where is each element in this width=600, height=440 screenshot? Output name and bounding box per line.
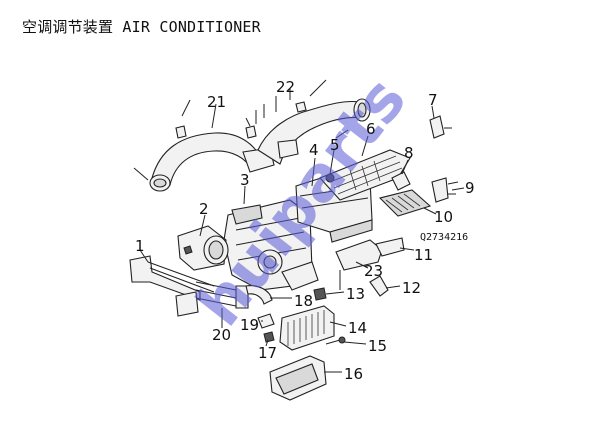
callout-11: 11 <box>414 246 433 264</box>
callout-18: 18 <box>294 292 313 310</box>
callout-2: 2 <box>199 200 209 218</box>
callout-6: 6 <box>366 120 376 138</box>
callout-1: 1 <box>135 237 145 255</box>
part-20-heater-pipes <box>195 281 249 309</box>
callout-8: 8 <box>404 144 414 162</box>
callout-12: 12 <box>402 279 421 297</box>
fastener-markers <box>133 79 349 181</box>
callout-23: 23 <box>364 262 383 280</box>
callout-21: 21 <box>207 93 226 111</box>
part-15-drain <box>325 336 346 345</box>
part-9-actuator <box>431 177 459 203</box>
part-16-lower-tray <box>269 355 327 401</box>
callout-5: 5 <box>330 136 340 154</box>
part-1-rail <box>129 255 215 317</box>
callout-9: 9 <box>465 179 475 197</box>
part-23-duct <box>335 239 383 290</box>
part-10-filter <box>378 189 432 217</box>
part-3-hvac-housing <box>223 199 319 291</box>
callout-7: 7 <box>428 91 438 109</box>
part-13-joint <box>313 287 327 301</box>
callout-3: 3 <box>240 171 250 189</box>
part-6-defroster-duct <box>319 149 411 201</box>
part-11-connector <box>375 237 405 257</box>
callout-20: 20 <box>212 326 231 344</box>
callout-4: 4 <box>309 141 319 159</box>
diagram-title: 空调调节装置 AIR CONDITIONER <box>22 18 261 36</box>
part-19-seal <box>257 313 275 329</box>
part-8-sensor <box>391 171 411 191</box>
part-21-left-duct <box>149 125 275 192</box>
callout-16: 16 <box>344 365 363 383</box>
part-2-blower-motor <box>177 225 229 271</box>
callout-19: 19 <box>240 316 259 334</box>
callout-17: 17 <box>258 344 277 362</box>
part-7-servo <box>429 115 452 139</box>
callout-22: 22 <box>276 78 295 96</box>
part-12-bracket <box>369 275 389 297</box>
leader-lines <box>139 88 465 373</box>
part-14-evaporator <box>279 305 335 351</box>
part-18-hose <box>245 285 273 305</box>
callout-10: 10 <box>434 208 453 226</box>
part-17-clip <box>263 331 275 343</box>
callout-14: 14 <box>348 319 367 337</box>
part-code-label: Q2734216 <box>420 232 468 243</box>
callout-15: 15 <box>368 337 387 355</box>
part-22-right-duct <box>257 98 371 165</box>
callout-13: 13 <box>346 285 365 303</box>
